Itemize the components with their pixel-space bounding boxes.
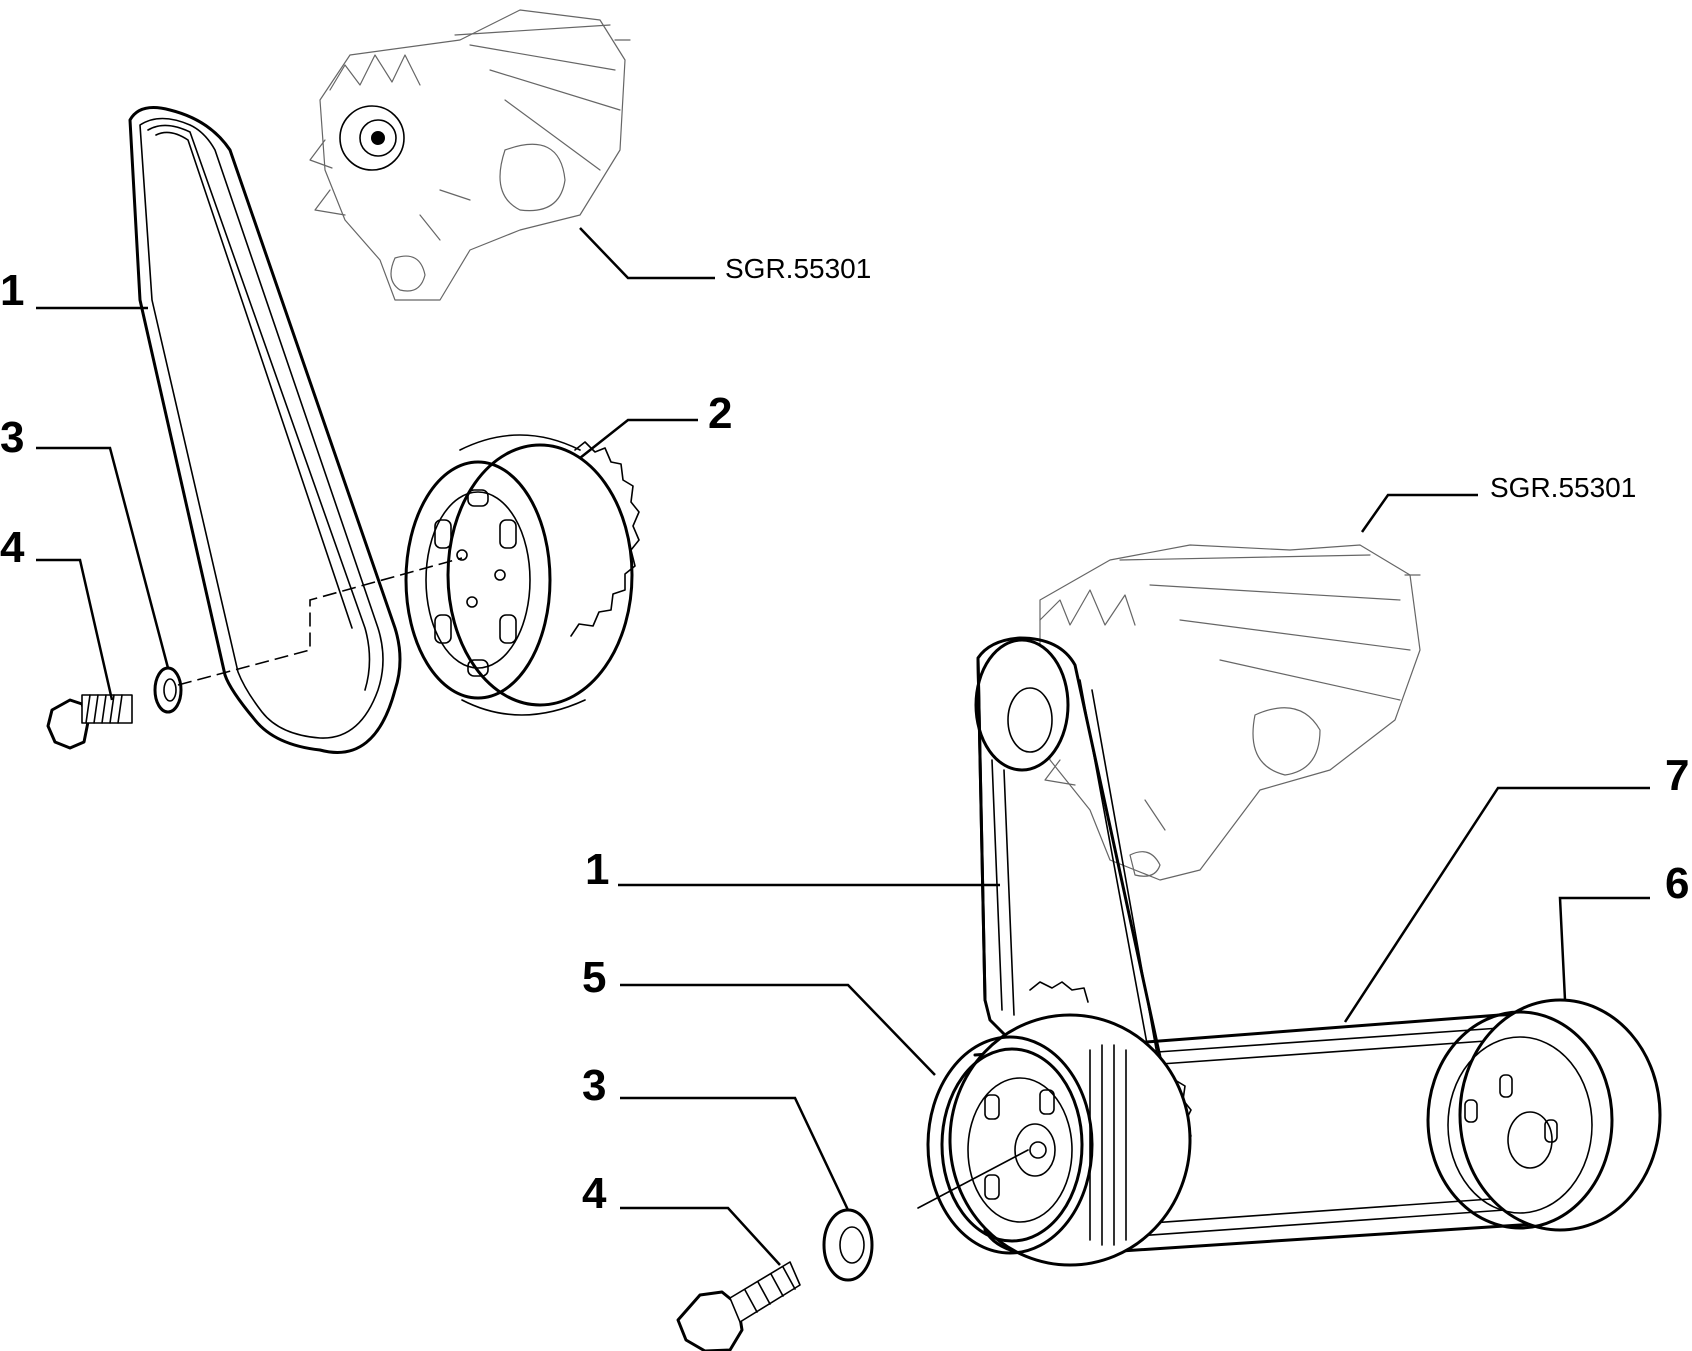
label-bottom-washer: 3 (582, 1061, 606, 1110)
leader-bottom-second-belt (1343, 786, 1650, 1023)
label-top-alternator-ref: SGR.55301 (725, 253, 871, 284)
leader-bottom-washer (620, 1096, 850, 1211)
leader-top-bolt (36, 558, 114, 701)
label-bottom-belt: 1 (585, 845, 609, 894)
drive-belt-top (128, 106, 402, 754)
label-bottom-pulley: 5 (582, 953, 606, 1002)
leader-bottom-pulley (620, 983, 936, 1076)
leader-top-pulley (579, 418, 698, 459)
label-bottom-idler: 6 (1665, 859, 1689, 908)
alternator-bottom (1034, 544, 1421, 881)
idler-pulley-bottom (1426, 998, 1662, 1232)
label-bottom-bolt: 4 (582, 1169, 607, 1218)
bolt-top (46, 694, 133, 750)
leader-bottom-alt-ref (1360, 493, 1478, 533)
alternator-pulley-bottom (974, 638, 1070, 772)
leader-top-washer (36, 446, 170, 669)
crankshaft-pulley-bottom (926, 1013, 1192, 1267)
label-top-belt: 1 (0, 266, 24, 315)
washer-bottom (822, 1208, 874, 1282)
label-bottom-second-belt: 7 (1665, 751, 1689, 800)
leader-bottom-bolt (620, 1206, 781, 1266)
alternator-top (309, 9, 631, 301)
label-bottom-alternator-ref: SGR.55301 (1490, 472, 1636, 503)
leader-top-alt-ref (579, 227, 715, 280)
washer-top (153, 666, 183, 714)
label-top-pulley: 2 (708, 389, 732, 438)
label-top-bolt: 4 (0, 523, 25, 572)
bolt-bottom (676, 1261, 801, 1351)
crankshaft-pulley-top (404, 434, 640, 716)
leader-bottom-idler (1558, 896, 1650, 1001)
label-top-washer: 3 (0, 413, 24, 462)
